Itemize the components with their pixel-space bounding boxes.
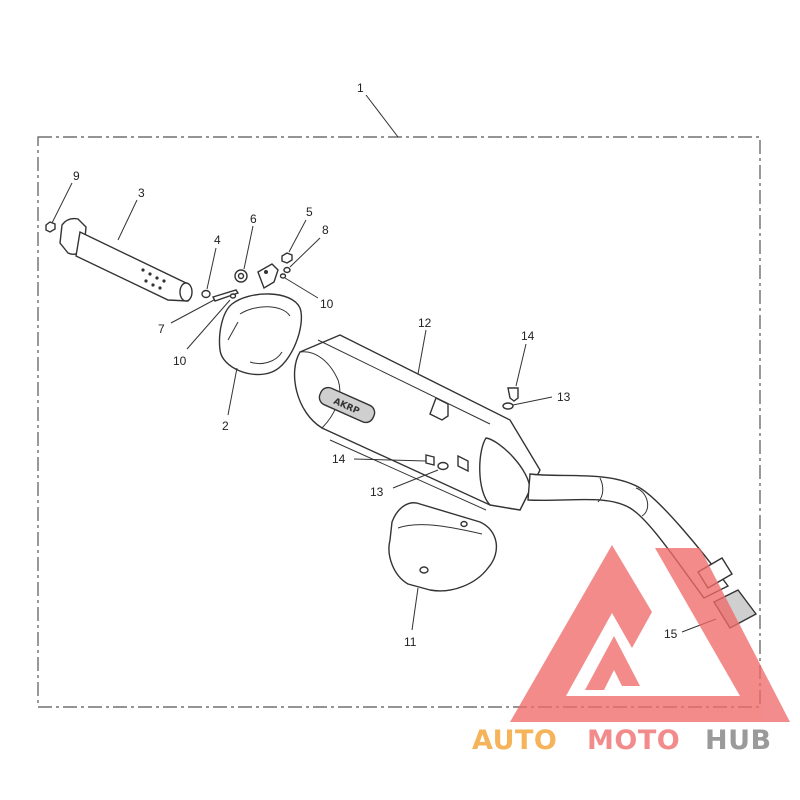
part-8-washer	[283, 237, 321, 274]
callout-6: 6	[250, 212, 257, 226]
part-10-washer-top	[279, 273, 319, 299]
callout-7: 7	[158, 322, 165, 336]
callout-1: 1	[357, 81, 364, 95]
callout-12: 12	[418, 316, 432, 330]
part-13-washer-lower	[392, 461, 449, 489]
logo-word-moto: MOTO	[587, 725, 680, 756]
part-13-washer-top	[502, 396, 553, 410]
part-4-washer	[201, 247, 217, 299]
callout-10-lower: 10	[173, 354, 187, 368]
callout-14-top: 14	[521, 329, 535, 343]
part-3-link-pipe	[59, 199, 193, 302]
callout-3: 3	[138, 186, 145, 200]
part-14-bolt-top	[507, 343, 527, 402]
automotohub-logo-mark	[510, 545, 790, 722]
logo-word-auto: AUTO	[472, 725, 557, 756]
leader-1	[365, 94, 399, 138]
automotohub-logo-text: AUTO MOTO HUB	[472, 725, 772, 756]
callout-4: 4	[214, 233, 221, 247]
part-10-washer-lower	[186, 293, 237, 350]
part-11-heat-shield	[388, 502, 498, 631]
callout-9: 9	[73, 169, 80, 183]
callout-15: 15	[664, 627, 678, 641]
part-7-bolt	[170, 289, 240, 324]
callout-14-lower: 14	[332, 452, 346, 466]
part-2-clamp-band	[218, 263, 303, 416]
callout-13-lower: 13	[370, 485, 384, 499]
callout-8: 8	[322, 223, 329, 237]
callout-11: 11	[404, 635, 417, 649]
logo-word-hub: HUB	[705, 725, 772, 756]
assembly-frame	[37, 136, 761, 708]
part-14-bolt-lower	[353, 454, 435, 466]
part-9-screw	[45, 182, 73, 233]
part-6-grommet	[234, 225, 254, 283]
callout-13-top: 13	[557, 390, 571, 404]
part-5-nut	[281, 219, 307, 264]
callout-10-top: 10	[320, 297, 334, 311]
callout-2: 2	[222, 419, 229, 433]
part-12-silencer: AKRP	[293, 329, 541, 511]
callout-5: 5	[306, 205, 313, 219]
